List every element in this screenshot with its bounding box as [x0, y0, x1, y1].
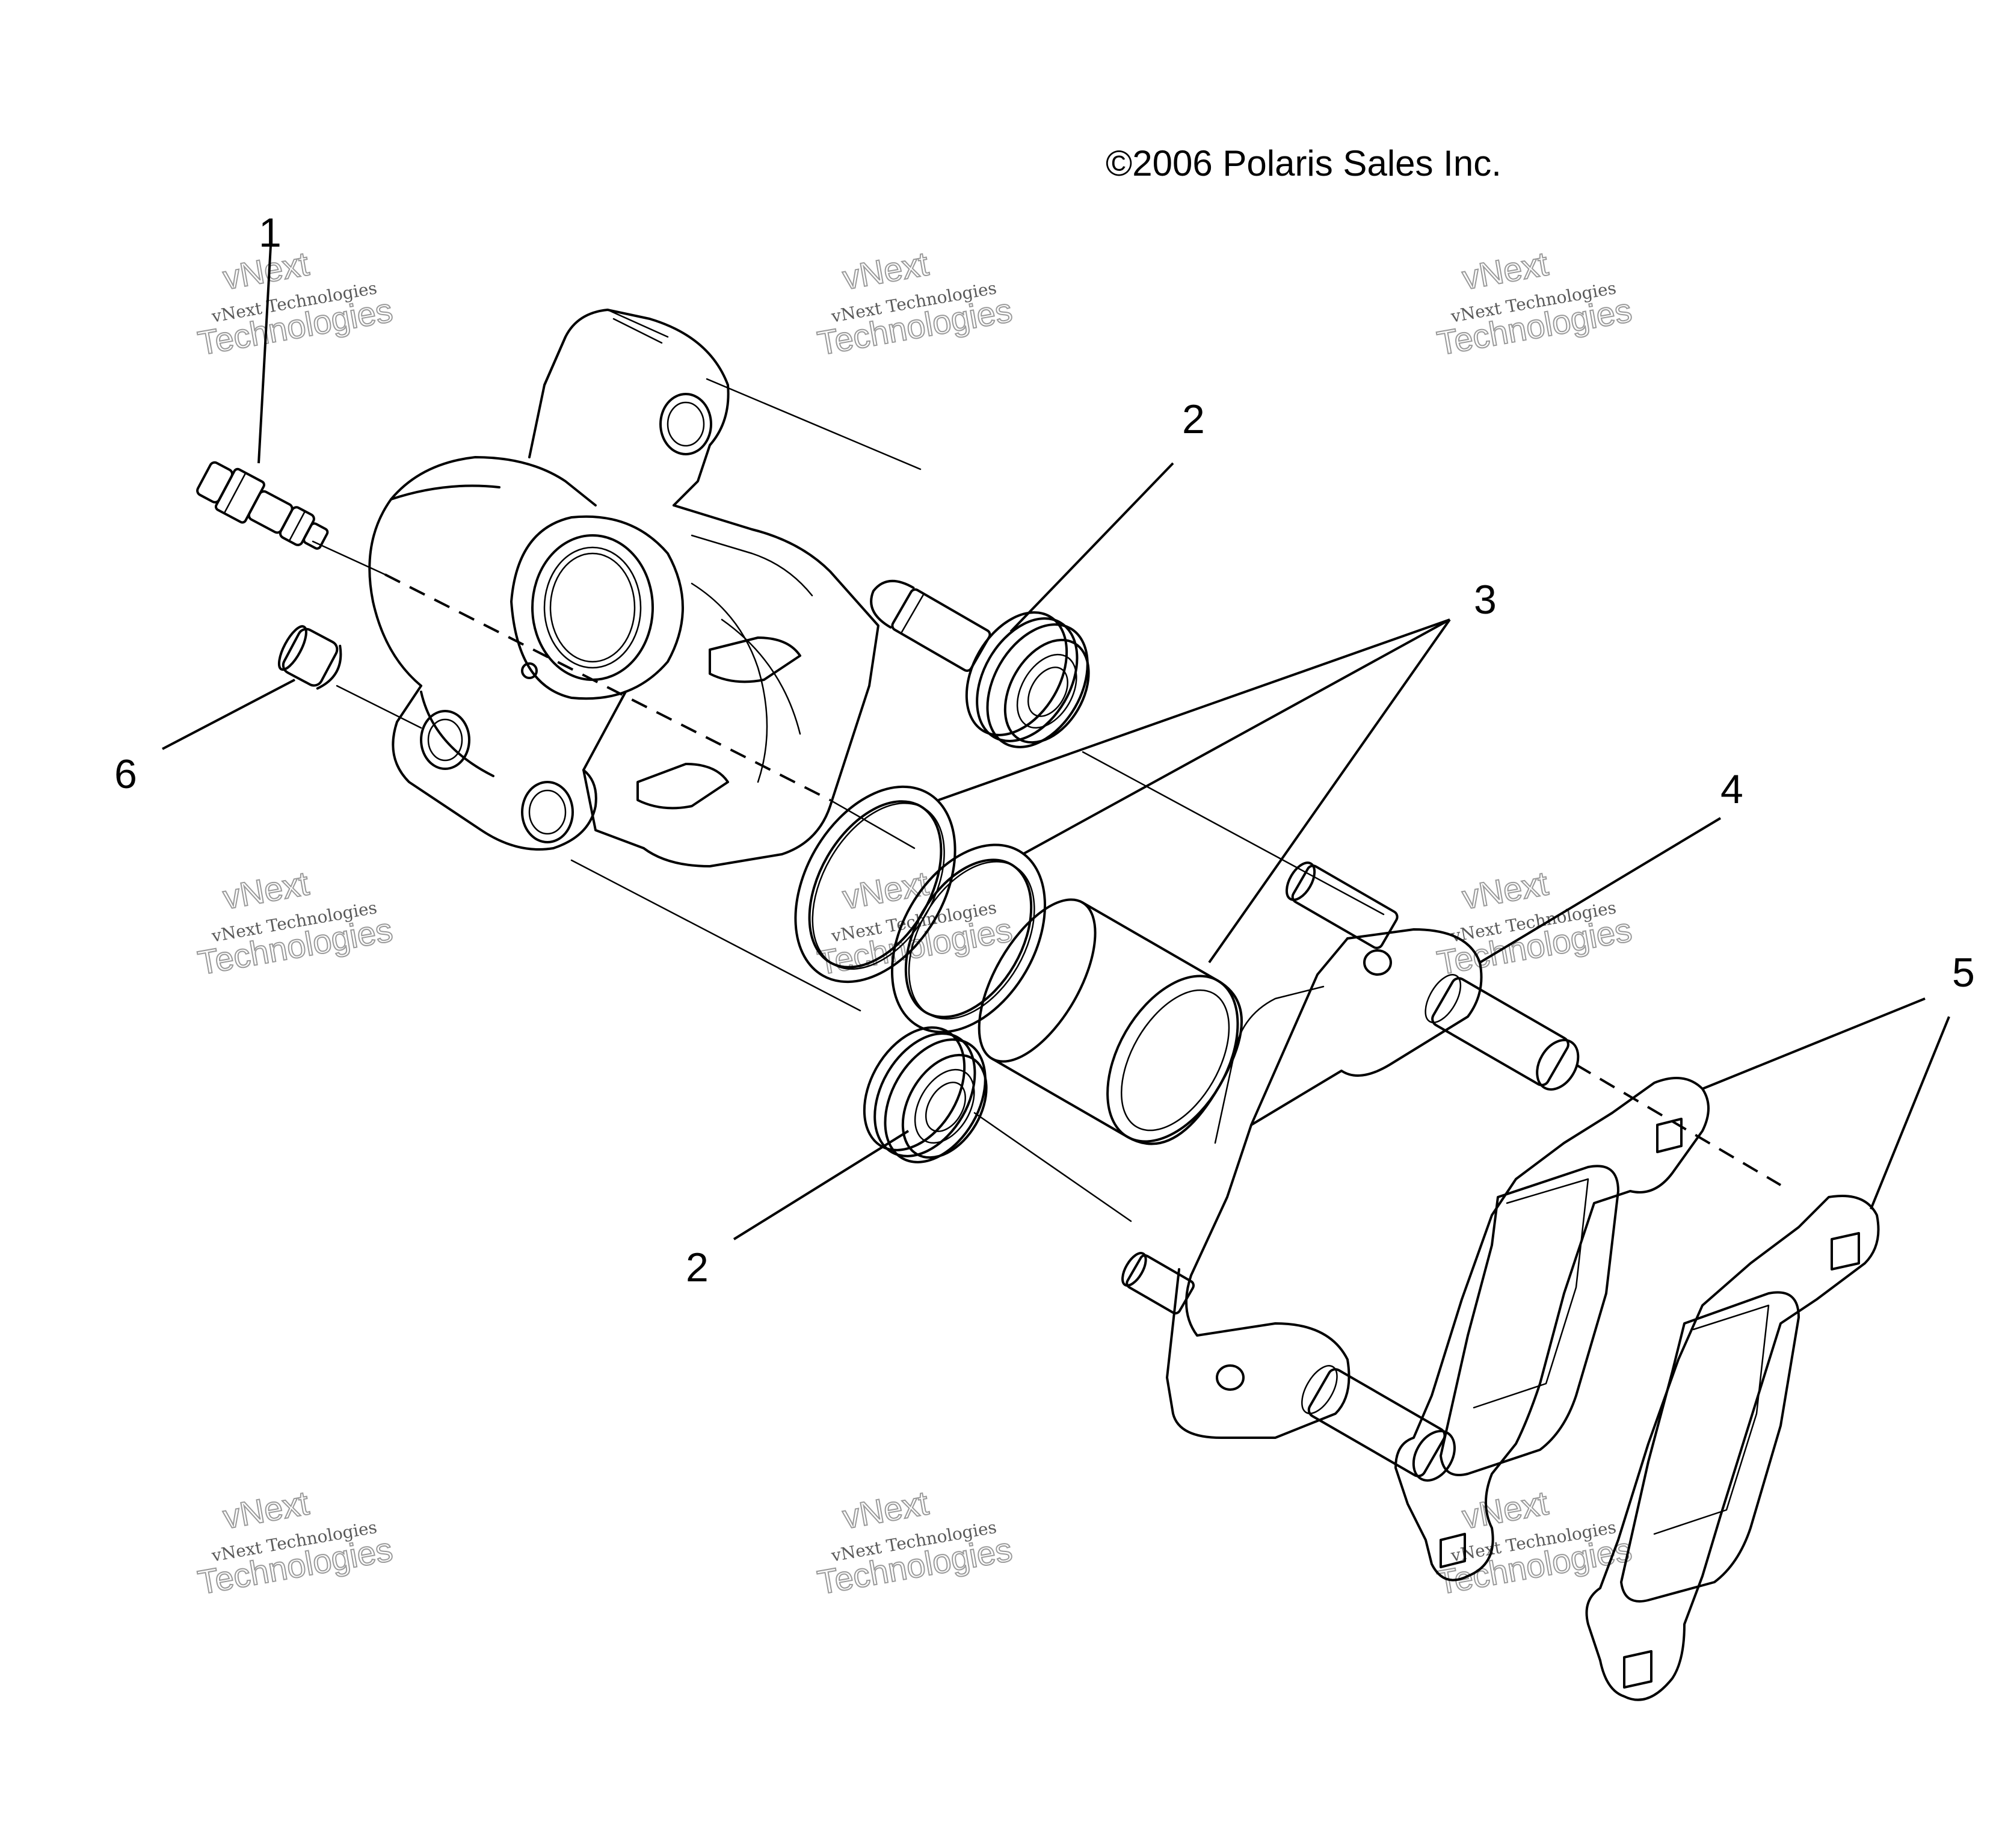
leader-3a — [938, 618, 1450, 801]
leader-5b — [1870, 1016, 1950, 1210]
leader-lines — [162, 245, 1950, 1240]
svg-text:vNext: vNext — [1459, 864, 1551, 916]
part-seal-inner — [890, 843, 1047, 1033]
copyright-text: ©2006 Polaris Sales Inc. — [1106, 143, 1502, 183]
watermark-2: vNext vNext Technologies Technologies — [814, 244, 1015, 363]
svg-text:vNext: vNext — [220, 1483, 312, 1536]
svg-text:vNext: vNext — [840, 1483, 931, 1536]
part-brake-pad-rear — [1585, 1195, 1880, 1701]
callout-3: 3 — [1474, 577, 1497, 623]
watermark-8: vNext vNext Technologies Technologies — [814, 1483, 1015, 1602]
leader-6 — [162, 679, 295, 750]
part-bleeder-cap — [277, 625, 342, 690]
part-piston — [978, 898, 1243, 1145]
leader-3c — [1208, 618, 1451, 964]
watermark-7: vNext vNext Technologies Technologies — [194, 1483, 396, 1602]
callout-2-lower: 2 — [686, 1245, 709, 1290]
watermark-group: vNext vNext Technologies Technologies vN… — [194, 244, 1635, 1602]
alignment-lines — [312, 378, 1782, 1222]
leader-5a — [1702, 997, 1926, 1090]
part-caliper-body — [368, 309, 879, 867]
watermark-6: vNext vNext Technologies Technologies — [1434, 863, 1635, 982]
callout-4: 4 — [1720, 766, 1743, 812]
callout-5: 5 — [1952, 950, 1975, 996]
callout-6: 6 — [114, 751, 137, 797]
svg-text:vNext: vNext — [220, 864, 312, 916]
leader-4 — [1479, 817, 1722, 964]
part-brake-pad-front — [1394, 1077, 1710, 1582]
part-bleeder-screw — [196, 461, 329, 550]
svg-text:vNext: vNext — [1459, 1483, 1551, 1536]
leader-1 — [257, 245, 272, 464]
leader-2b — [733, 1130, 910, 1240]
watermark-3: vNext vNext Technologies Technologies — [1434, 244, 1635, 363]
svg-text:vNext: vNext — [840, 244, 931, 297]
watermark-1: vNext vNext Technologies Technologies — [194, 244, 396, 363]
svg-text:vNext: vNext — [840, 864, 931, 916]
svg-text:vNext: vNext — [1459, 244, 1551, 297]
part-boot-lower — [863, 1026, 988, 1163]
part-caliper-bracket — [1121, 861, 1580, 1482]
leader-2a — [1009, 462, 1174, 633]
callout-2-upper: 2 — [1182, 396, 1205, 442]
part-bushing-upper — [870, 579, 1090, 748]
callout-labels: 1 2 3 4 5 6 2 — [114, 210, 1975, 1290]
watermark-4: vNext vNext Technologies Technologies — [194, 863, 396, 982]
leader-3b — [1022, 618, 1450, 855]
callout-1: 1 — [259, 210, 282, 256]
